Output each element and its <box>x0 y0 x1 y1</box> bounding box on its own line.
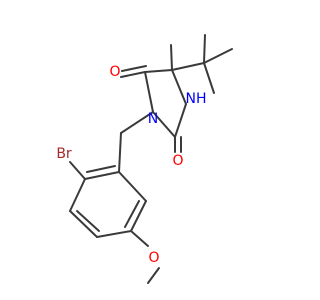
bond-n3-ch2 <box>120 111 154 134</box>
bond-c4-o-top-a <box>120 71 146 78</box>
bond-c2-n1 <box>174 103 187 138</box>
bond-n3-c2 <box>152 111 176 138</box>
bond-ar1-ar2 <box>84 171 120 180</box>
bond-ar3-ar4-inner <box>76 210 100 232</box>
bond-c5-c4 <box>144 69 173 73</box>
bond-ar6-ar1 <box>118 171 147 202</box>
bond-c4-n3 <box>144 71 154 113</box>
bond-ar4-ar5 <box>96 230 132 238</box>
atom-o-right: O <box>172 153 183 169</box>
bond-o-ch3 <box>147 267 160 284</box>
bond-c4-o-top-b <box>121 65 147 72</box>
atom-o-methoxy: O <box>148 250 159 266</box>
bond-tbutyl-me3 <box>203 62 215 94</box>
bond-tbutyl-me2 <box>203 48 233 64</box>
bond-ar5-ar6-inner <box>124 200 140 228</box>
molecule-canvas: O NH N O Br O <box>56 34 233 284</box>
bond-c5-tbutyl <box>171 62 205 71</box>
atom-n: N <box>148 111 158 127</box>
atom-nh: NH <box>186 91 207 107</box>
bond-ar1-ar2-inner <box>86 165 116 173</box>
bond-n1-c5 <box>171 69 187 105</box>
bonds <box>69 34 233 284</box>
bond-c5-methyl <box>170 44 173 71</box>
bond-ar5-ar6 <box>130 200 147 232</box>
chemical-structure-diagram: O NH N O Br O <box>56 34 233 284</box>
atom-labels: O NH N O Br O <box>56 64 206 266</box>
bond-tbutyl-me1 <box>203 34 206 64</box>
bond-ch2-ring <box>118 132 122 173</box>
bond-ar3-ar4 <box>69 210 98 238</box>
bond-ar2-ar3 <box>69 178 86 212</box>
bond-ar2-br <box>69 161 86 180</box>
bond-ar5-o <box>130 230 149 247</box>
atom-br: Br <box>56 146 72 162</box>
atom-o-top: O <box>109 64 120 80</box>
